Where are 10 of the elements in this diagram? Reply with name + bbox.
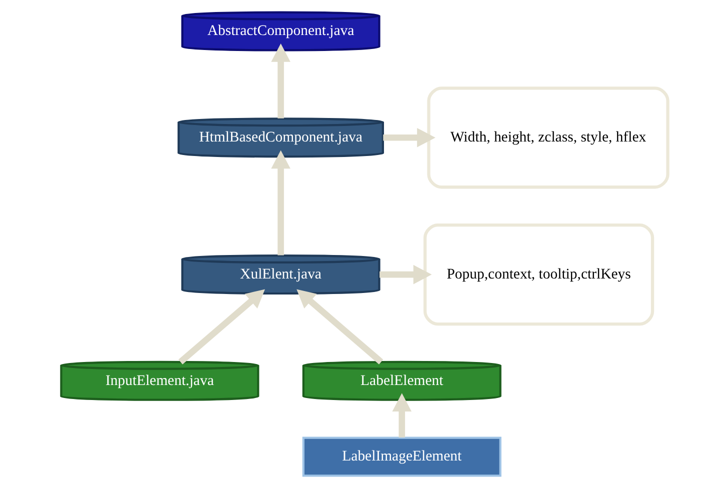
- arrow: [296, 289, 383, 364]
- arrow: [382, 128, 435, 148]
- node-box: LabelImageElement: [302, 436, 501, 477]
- arrow: [270, 150, 290, 256]
- node-box: Popup,context, tooltip,ctrlKeys: [422, 223, 654, 326]
- arrow: [392, 393, 412, 438]
- arrow: [270, 43, 290, 118]
- node-box: Width, height, zclass, style, hflex: [426, 86, 669, 189]
- arrow: [178, 289, 264, 364]
- arrow: [379, 264, 432, 284]
